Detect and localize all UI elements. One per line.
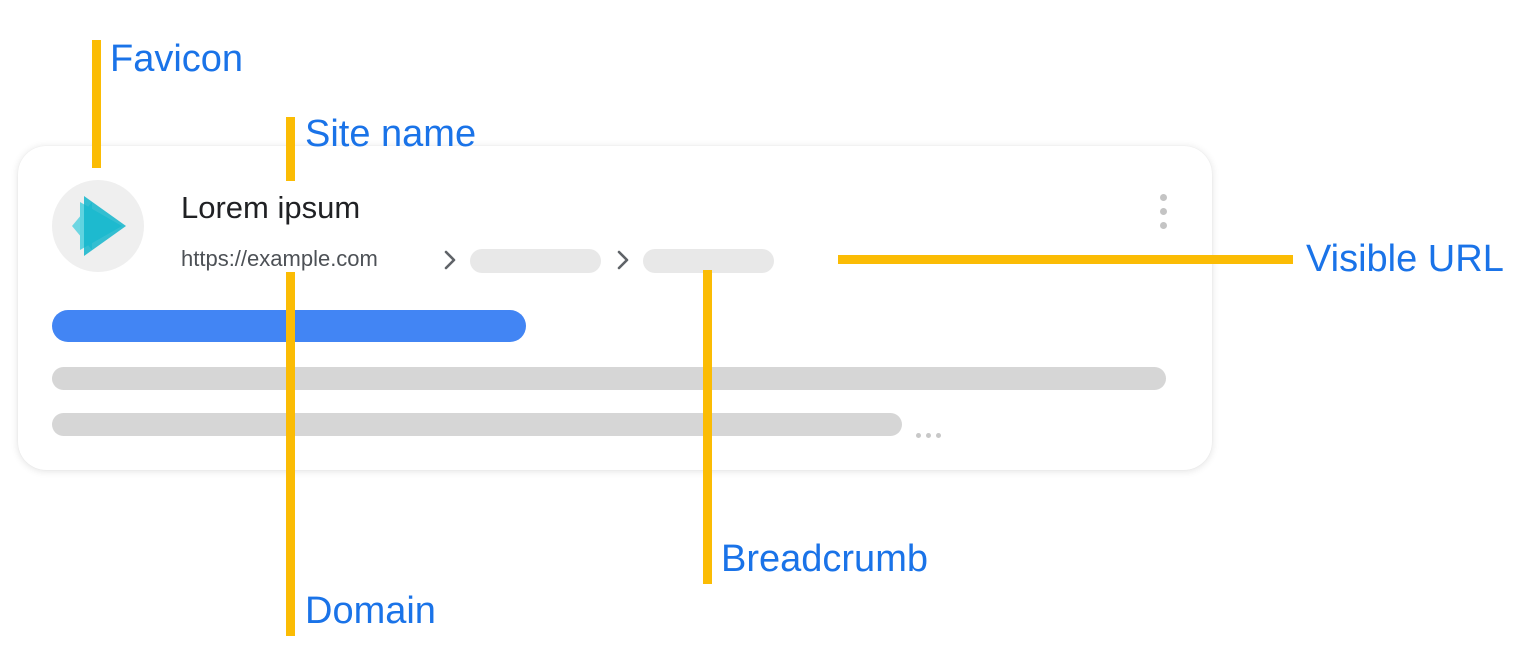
site-name-callout-line [286,117,295,181]
breadcrumb-placeholder[interactable] [643,249,774,273]
visible-url-callout-line [838,255,1293,264]
favicon [52,180,144,272]
chevron-right-icon [617,250,629,270]
domain-url[interactable]: https://example.com [181,246,378,271]
breadcrumb-callout-line [703,270,712,584]
domain-callout-line [286,272,295,636]
ellipsis-icon [916,433,946,439]
breadcrumb-label: Breadcrumb [721,538,928,580]
domain-label: Domain [305,590,436,632]
chevron-right-icon [444,250,456,270]
play-icon [72,196,126,256]
visible-url-label: Visible URL [1306,238,1504,280]
snippet-line-placeholder [52,367,1166,390]
favicon-label: Favicon [110,38,244,80]
more-vert-icon[interactable] [1154,192,1174,232]
favicon-callout-line [92,40,101,168]
site-name-label: Site name [305,113,477,155]
site-name[interactable]: Lorem ipsum [181,190,361,225]
snippet-line-placeholder [52,413,902,436]
breadcrumb-placeholder[interactable] [470,249,601,273]
